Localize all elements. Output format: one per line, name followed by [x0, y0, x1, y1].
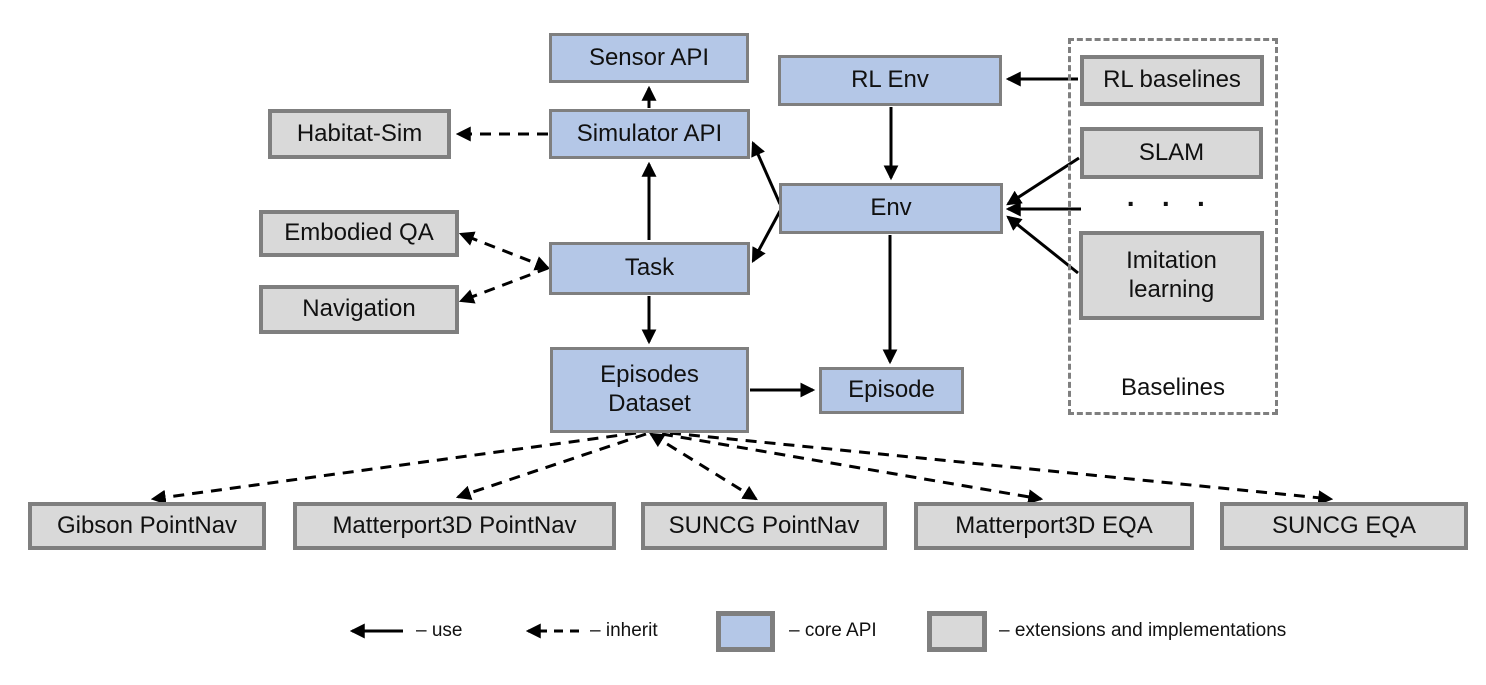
node-gibson-pointnav: Gibson PointNav — [28, 502, 266, 550]
node-rl-baselines: RL baselines — [1080, 55, 1264, 106]
arrow-env-to-task — [751, 210, 782, 263]
node-label-line1: Episodes — [600, 361, 699, 389]
arrow-imitation-to-env — [1006, 215, 1079, 275]
baselines-group-label: Baselines — [1120, 374, 1226, 401]
node-dots: · · · — [1126, 188, 1216, 219]
node-env: Env — [779, 183, 1003, 234]
node-label: Matterport3D PointNav — [332, 511, 577, 539]
legend-extensions-label: – extensions and implementations — [999, 620, 1287, 641]
node-embodied-qa: Embodied QA — [259, 210, 459, 257]
arrow-slam-to-env — [1006, 156, 1080, 206]
legend-core-api-label: – core API — [789, 620, 877, 641]
node-label-line1: Imitation — [1126, 246, 1217, 274]
node-label: Sensor API — [588, 43, 710, 71]
arrow-dataset-to-suncg-eqa — [669, 431, 1334, 506]
node-label: Simulator API — [576, 119, 723, 147]
node-label: SLAM — [1138, 138, 1205, 166]
use-arrows — [349, 71, 1081, 639]
node-sensor-api: Sensor API — [549, 33, 749, 83]
legend-core-api-swatch — [716, 611, 775, 652]
node-episode: Episode — [819, 367, 964, 414]
node-simulator-api: Simulator API — [549, 109, 750, 159]
node-label: SUNCG PointNav — [668, 511, 860, 539]
arrow-dataset-to-matterport3d-eqa — [661, 432, 1044, 505]
node-slam: SLAM — [1080, 127, 1263, 179]
node-label: Episode — [848, 376, 935, 404]
node-label: RL baselines — [1103, 66, 1241, 94]
node-label: RL Env — [851, 66, 929, 94]
node-label: Gibson PointNav — [56, 511, 238, 539]
node-matterport3d-eqa: Matterport3D EQA — [914, 502, 1194, 550]
node-episodes-dataset: Episodes Dataset — [550, 347, 749, 433]
node-label: Embodied QA — [284, 219, 434, 247]
arrow-task-to-embodied-qa — [458, 231, 551, 271]
inherit-arrows — [150, 126, 1334, 506]
node-imitation-learning: Imitation learning — [1079, 231, 1264, 320]
arrow-dataset-to-gibson-pointnav — [150, 431, 637, 505]
node-label: Env — [870, 194, 912, 222]
legend-inherit-label: – inherit — [590, 620, 658, 641]
node-suncg-eqa: SUNCG EQA — [1220, 502, 1468, 550]
node-suncg-pointnav: SUNCG PointNav — [641, 502, 887, 550]
node-label: Task — [624, 254, 675, 282]
node-label: SUNCG EQA — [1271, 511, 1417, 539]
node-habitat-sim: Habitat-Sim — [268, 109, 451, 159]
node-label: Habitat-Sim — [296, 119, 423, 147]
node-label-line2: learning — [1128, 275, 1215, 303]
arrow-task-to-navigation — [458, 266, 549, 304]
node-rl-env: RL Env — [778, 55, 1002, 106]
legend-extensions-swatch — [927, 611, 987, 652]
arrow-dataset-to-matterport3d-pointnav — [455, 432, 647, 501]
node-matterport3d-pointnav: Matterport3D PointNav — [293, 502, 616, 550]
baselines-group-box — [1068, 38, 1278, 415]
node-label: Navigation — [302, 295, 416, 323]
arrow-dataset-to-suncg-pointnav — [649, 432, 758, 501]
node-label: Matterport3D EQA — [955, 511, 1153, 539]
node-task: Task — [549, 242, 750, 295]
node-label-line2: Dataset — [608, 390, 691, 417]
legend-use-label: – use — [416, 620, 463, 641]
node-navigation: Navigation — [259, 285, 459, 334]
arrow-env-to-simulator-api — [751, 140, 782, 205]
